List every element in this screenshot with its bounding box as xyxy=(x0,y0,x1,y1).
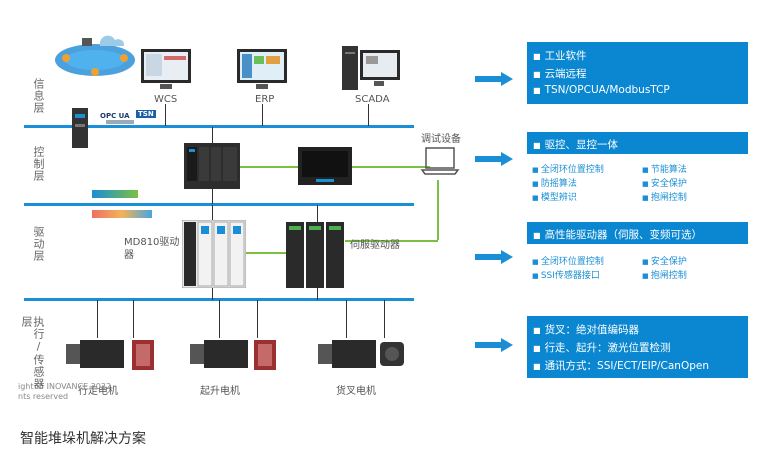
md810-drive-icon xyxy=(182,220,246,288)
control-feature: 抱闸控制 xyxy=(642,190,687,203)
link-hmi-debug xyxy=(350,166,430,168)
arrow-right-icon xyxy=(475,338,513,352)
arrow-right-icon xyxy=(475,72,513,86)
page-title: 智能堆垛机解决方案 xyxy=(20,431,146,447)
software-logo-2 xyxy=(92,210,152,218)
fork-motor-label: 货叉电机 xyxy=(336,386,376,397)
layer-label-drive: 驱动层 xyxy=(32,226,45,262)
laptop-icon xyxy=(420,147,460,175)
connector-plc-top xyxy=(212,127,213,145)
opcua-logo: OPC UA xyxy=(100,112,130,120)
arrow-right-icon xyxy=(475,250,513,264)
connector-md810-bottom xyxy=(212,286,213,300)
fork-motor-icon xyxy=(318,340,404,368)
panel-item: 通讯方式：SSI/ECT/EIP/CanOpen xyxy=(533,358,709,373)
connector-erp xyxy=(262,104,263,126)
erp-label: ERP xyxy=(255,94,275,105)
control-feature: 节能算法 xyxy=(642,162,687,175)
wcs-label: WCS xyxy=(154,94,178,105)
connector-exec-3 xyxy=(219,300,220,338)
panel-item: 行走、起升：激光位置检测 xyxy=(533,340,671,355)
software-logo-1 xyxy=(92,190,138,198)
scada-label: SCADA xyxy=(355,94,390,105)
panel-item: TSN/OPCUA/ModbusTCP xyxy=(533,84,670,96)
debug-device-label: 调试设备 xyxy=(421,134,461,145)
connector-exec-2 xyxy=(133,300,134,338)
layer-label-info: 信息层 xyxy=(32,78,45,114)
panel-item: 货叉：绝对值编码器 xyxy=(533,322,640,337)
connector-plc-bottom xyxy=(212,188,213,204)
cloud-network-icon xyxy=(55,35,135,76)
connector-servo-bottom xyxy=(317,286,318,300)
travel-motor-label: 行走电机 xyxy=(78,386,118,397)
lift-motor-label: 起升电机 xyxy=(200,386,240,397)
plc-controller-icon xyxy=(184,143,240,189)
md810-label: MD810驱动器 xyxy=(124,237,180,261)
link-debug-down xyxy=(437,180,439,240)
wcs-monitor-icon xyxy=(141,49,191,89)
connector-exec-4 xyxy=(257,300,258,338)
layer-label-exec: 执行/传感器层 xyxy=(20,316,45,390)
logo-strip xyxy=(106,120,134,124)
connector-exec-1 xyxy=(97,300,98,338)
panel-item: 工业软件 xyxy=(533,48,587,63)
layer-label-control: 控制层 xyxy=(32,146,45,182)
control-feature: 模型辨识 xyxy=(532,190,577,203)
panel-exec-layer: 货叉：绝对值编码器 行走、起升：激光位置检测 通讯方式：SSI/ECT/EIP/… xyxy=(527,316,748,378)
link-md810-servo xyxy=(246,252,286,254)
drive-feature: 安全保护 xyxy=(642,254,687,267)
copyright-line-1: ight © INOVANCE 2022 xyxy=(18,382,112,391)
connector-md810-top xyxy=(212,205,213,225)
scada-workstation-icon xyxy=(342,46,400,90)
connector-scada xyxy=(368,104,369,126)
connector-servo-top xyxy=(317,205,318,225)
link-plc-hmi xyxy=(240,166,300,168)
lift-motor-icon xyxy=(190,340,276,370)
bus-info xyxy=(24,125,414,128)
tsn-logo: TSN xyxy=(136,110,156,118)
bus-drive xyxy=(24,298,414,301)
connector-wcs xyxy=(165,104,166,126)
connector-exec-5 xyxy=(346,300,347,338)
control-feature: 全闭环位置控制 xyxy=(532,162,604,175)
hmi-panel-icon xyxy=(298,147,352,185)
control-feature: 安全保护 xyxy=(642,176,687,189)
drive-feature: SSI传感器接口 xyxy=(532,268,600,281)
connector-exec-6 xyxy=(384,300,385,338)
servo-driver-label: 伺服驱动器 xyxy=(350,240,400,251)
servo-driver-icon xyxy=(286,222,344,288)
drive-feature: 全闭环位置控制 xyxy=(532,254,604,267)
link-debug-servo xyxy=(345,240,438,242)
control-feature: 防摇算法 xyxy=(532,176,577,189)
erp-monitor-icon xyxy=(237,49,287,89)
bus-control xyxy=(24,203,414,206)
gateway-device-icon xyxy=(72,108,88,148)
drive-feature: 抱闸控制 xyxy=(642,268,687,281)
panel-control-layer: 驱控、显控一体 xyxy=(527,132,748,154)
panel-header: 驱控、显控一体 xyxy=(533,137,619,152)
panel-info-layer: 工业软件 云端远程 TSN/OPCUA/ModbusTCP xyxy=(527,42,748,104)
panel-header: 高性能驱动器（伺服、变频可选） xyxy=(533,227,703,242)
panel-item: 云端远程 xyxy=(533,66,587,81)
panel-drive-layer: 高性能驱动器（伺服、变频可选） xyxy=(527,222,748,244)
copyright-line-2: nts reserved xyxy=(18,392,69,401)
arrow-right-icon xyxy=(475,152,513,166)
travel-motor-icon xyxy=(66,340,154,370)
